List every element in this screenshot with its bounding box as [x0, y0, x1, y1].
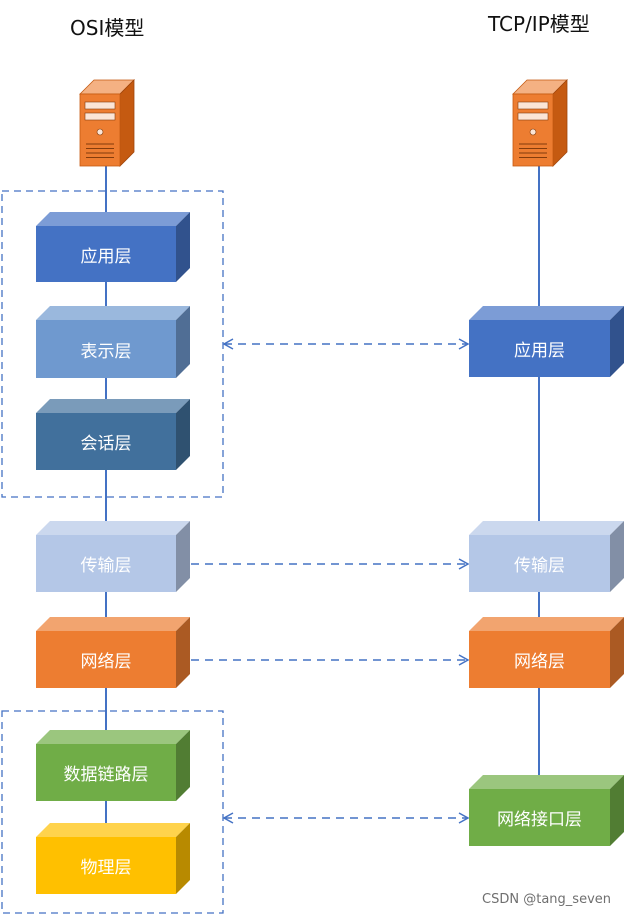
osi-layer-5-side-face: [176, 617, 190, 688]
osi-layer-6-side-face: [176, 730, 190, 801]
osi-layer-5-front-face: [36, 631, 176, 688]
osi-layer-7-top-face: [36, 823, 190, 837]
tcpip-layer-2-top-face: [469, 521, 624, 535]
server-computer-icon: [512, 79, 568, 167]
layer-mapping-connectors: [175, 338, 470, 824]
osi-layer-1: [36, 212, 190, 282]
osi-layer-5-top-face: [36, 617, 190, 631]
tcpip-layer-2-side-face: [610, 521, 624, 592]
tcpip-layer-1-top-face: [469, 306, 624, 320]
osi-layer-2-side-face: [176, 306, 190, 378]
osi-layer-2: [36, 306, 190, 378]
osi-layer-7: [36, 823, 190, 894]
tcpip-layer-1: [469, 306, 624, 377]
osi-layer-4: [36, 521, 190, 592]
tcpip-layer-3-side-face: [610, 617, 624, 688]
osi-layer-7-front-face: [36, 837, 176, 894]
tcpip-layer-1-side-face: [610, 306, 624, 377]
osi-layer-3: [36, 399, 190, 470]
tcpip-layer-2-front-face: [469, 535, 610, 592]
osi-layer-2-front-face: [36, 320, 176, 378]
osi-layer-4-front-face: [36, 535, 176, 592]
osi-layer-6: [36, 730, 190, 801]
osi-layer-1-front-face: [36, 226, 176, 282]
tcpip-layer-3-front-face: [469, 631, 610, 688]
tcpip-layer-4-side-face: [610, 775, 624, 846]
osi-layer-2-top-face: [36, 306, 190, 320]
osi-layer-3-side-face: [176, 399, 190, 470]
osi-layer-1-side-face: [176, 212, 190, 282]
tcpip-layer-4: [469, 775, 624, 846]
tcpip-layer-4-top-face: [469, 775, 624, 789]
layer-blocks: [36, 212, 624, 894]
osi-layer-7-side-face: [176, 823, 190, 894]
tcpip-layer-3-top-face: [469, 617, 624, 631]
computer-icons: [79, 79, 568, 167]
tcpip-layer-2: [469, 521, 624, 592]
osi-layer-6-front-face: [36, 744, 176, 801]
tcpip-model-title: TCP/IP模型: [488, 12, 590, 36]
osi-lower-group-box: [1, 710, 224, 914]
osi-layer-6-top-face: [36, 730, 190, 744]
osi-layer-3-front-face: [36, 413, 176, 470]
tcpip-layer-3: [469, 617, 624, 688]
osi-layer-1-top-face: [36, 212, 190, 226]
watermark: CSDN @tang_seven: [482, 892, 611, 907]
server-computer-icon: [79, 79, 135, 167]
osi-layer-4-top-face: [36, 521, 190, 535]
tcpip-layer-1-front-face: [469, 320, 610, 377]
tcpip-layer-4-front-face: [469, 789, 610, 846]
osi-layer-3-top-face: [36, 399, 190, 413]
osi-layer-4-side-face: [176, 521, 190, 592]
osi-model-title: OSI模型: [70, 16, 145, 40]
osi-layer-5: [36, 617, 190, 688]
